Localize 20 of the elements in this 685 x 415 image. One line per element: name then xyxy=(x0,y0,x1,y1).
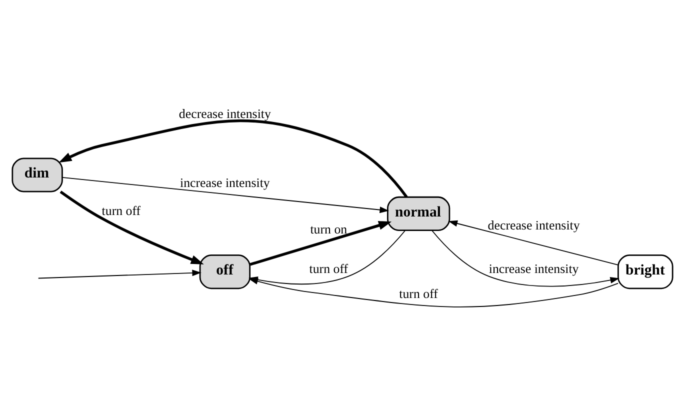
edge-label: turn off xyxy=(102,204,141,218)
edge-label: decrease intensity xyxy=(488,218,580,233)
arrow xyxy=(62,176,389,214)
node-box: normal xyxy=(386,196,450,231)
arrow xyxy=(60,190,204,264)
arrow xyxy=(432,230,620,287)
arrow xyxy=(58,119,408,198)
edge-label: increase intensity xyxy=(488,262,579,276)
node-box: bright xyxy=(617,254,674,290)
arrow xyxy=(248,278,618,308)
arrow xyxy=(250,221,392,266)
edge-label: turn off xyxy=(399,286,438,301)
arrow xyxy=(38,270,202,279)
edge-label: decrease intensity xyxy=(178,107,271,122)
edge-label: turn on xyxy=(310,222,348,236)
edge-label: increase intensity xyxy=(180,176,270,190)
node-box: off xyxy=(199,254,251,290)
node-box: dim xyxy=(12,158,63,192)
edge-label: turn off xyxy=(309,262,348,276)
arrow xyxy=(448,220,618,266)
